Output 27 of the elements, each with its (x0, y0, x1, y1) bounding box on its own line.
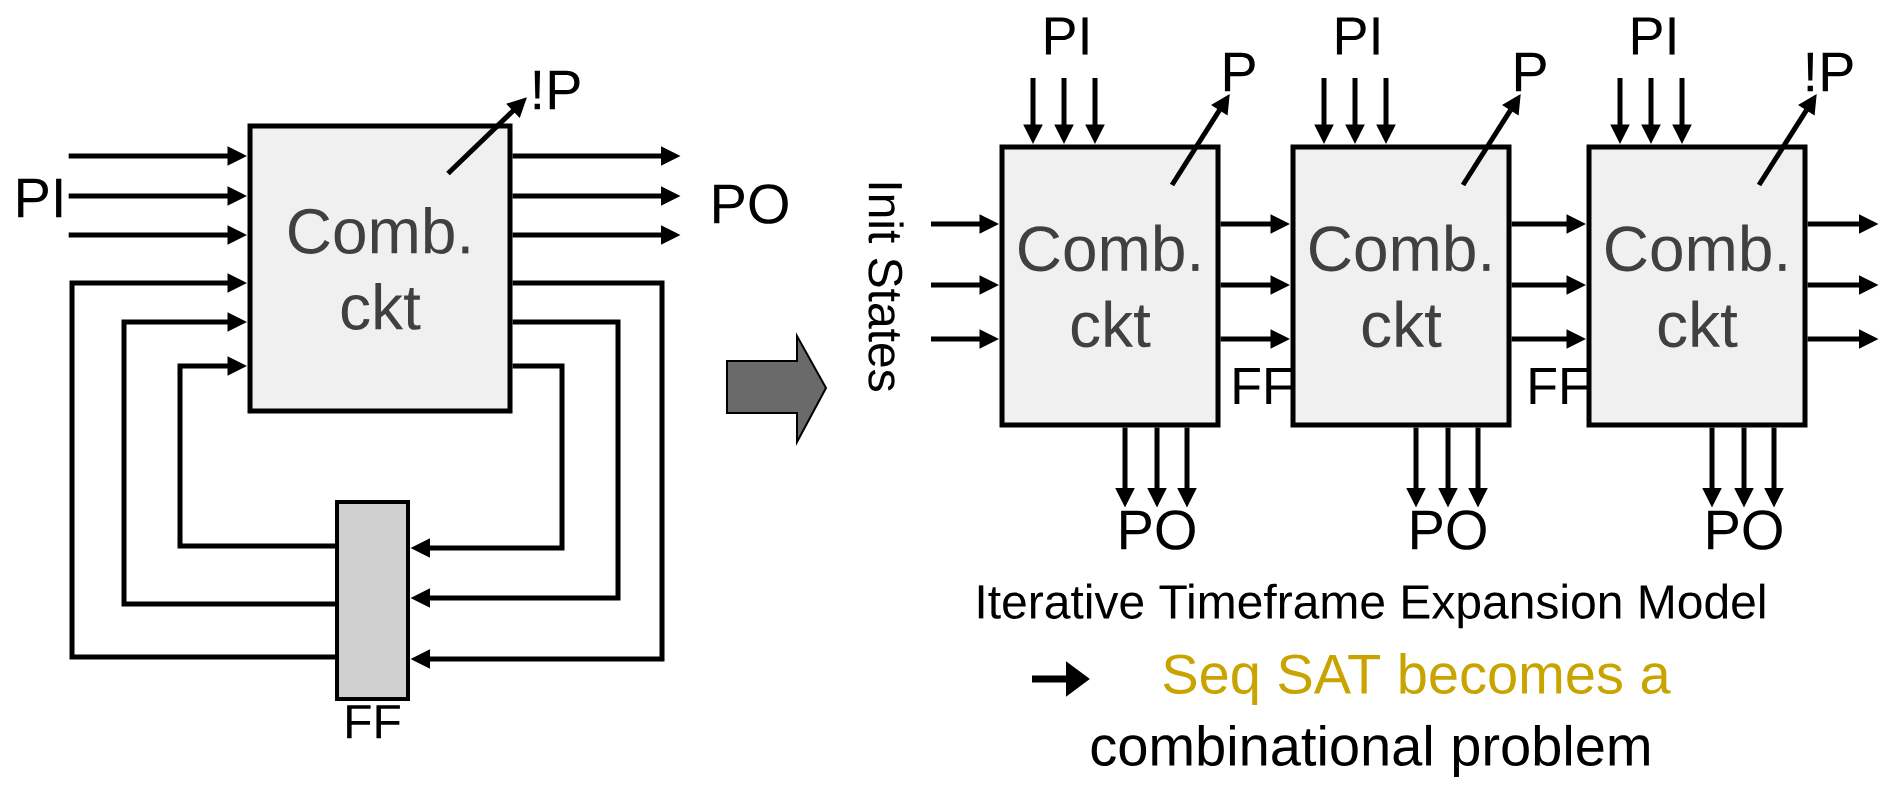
logic-box: Comb. ckt (247, 123, 513, 414)
arrow (69, 273, 335, 660)
signal-label: PI (1336, 17, 1379, 55)
signal-label: P (1224, 52, 1255, 92)
signal-label: PI (18, 178, 62, 218)
signal-label: PI (1045, 17, 1088, 55)
logic-box: Comb. ckt (1586, 144, 1808, 428)
arrow (121, 312, 335, 607)
conclusion-text: Seq SAT becomes a (1163, 652, 1671, 706)
signal-label: P (1515, 52, 1546, 92)
signal-label: PO (1708, 510, 1782, 550)
logic-box: Comb. ckt (999, 144, 1221, 428)
signal-label: PI (1632, 17, 1675, 55)
signal-label: FF (1530, 368, 1588, 404)
signal-label: FF (1234, 368, 1292, 404)
node-label: FF (347, 705, 400, 739)
flip-flop-box: FF (335, 500, 410, 739)
signal-label: PO (1121, 510, 1195, 550)
signal-label: !P (1807, 52, 1853, 92)
caption-text: Iterative Timeframe Expansion Model (978, 583, 1765, 629)
signal-label: !P (534, 70, 580, 110)
signal-label: PO (714, 184, 788, 224)
conclusion-text: combinational problem (1091, 724, 1649, 778)
arrow (177, 356, 335, 549)
signal-label: Init States (868, 183, 904, 391)
logic-box: Comb. ckt (1290, 144, 1512, 428)
signal-label: PO (1412, 510, 1486, 550)
